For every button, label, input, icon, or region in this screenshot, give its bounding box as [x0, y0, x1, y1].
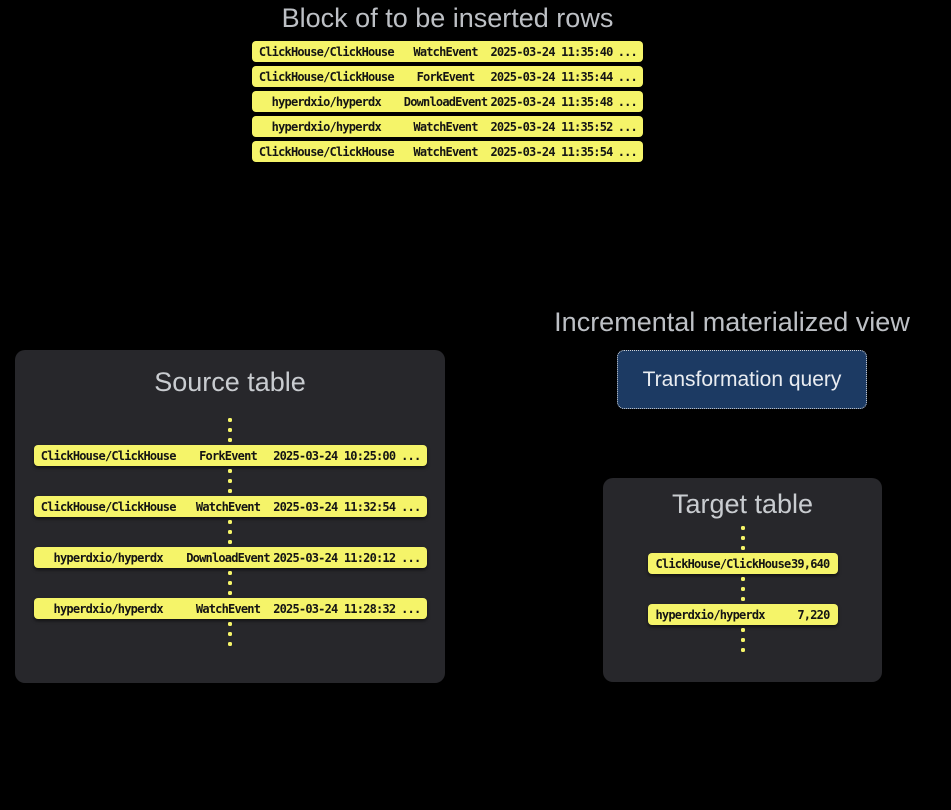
inserted-row: hyperdxio/hyperdx WatchEvent 2025-03-24 …	[252, 116, 643, 137]
timestamp-cell: 2025-03-24 11:35:54	[490, 144, 614, 159]
source-row: hyperdxio/hyperdx DownloadEvent 2025-03-…	[33, 547, 427, 568]
repo-cell: hyperdxio/hyperdx	[53, 550, 164, 565]
event-cell: WatchEvent	[413, 44, 478, 59]
count-cell: 7,220	[797, 607, 830, 622]
source-row: ClickHouse/ClickHouse WatchEvent 2025-03…	[33, 496, 427, 517]
repo-cell: hyperdxio/hyperdx	[655, 607, 766, 622]
ellipsis-dots	[228, 469, 232, 493]
inserted-row: hyperdxio/hyperdx DownloadEvent 2025-03-…	[252, 91, 643, 112]
event-cell: ForkEvent	[416, 69, 476, 84]
transformation-query-button[interactable]: Transformation query	[617, 350, 867, 409]
event-cell: ForkEvent	[199, 448, 258, 463]
ellipsis-dots	[740, 526, 745, 550]
repo-cell: ClickHouse/ClickHouse	[40, 499, 177, 514]
source-row: ClickHouse/ClickHouse ForkEvent 2025-03-…	[33, 445, 427, 466]
ellipsis-cell: ...	[617, 94, 638, 109]
repo-cell: ClickHouse/ClickHouse	[258, 144, 395, 159]
source-table-box: Source table ClickHouse/ClickHouse ForkE…	[15, 350, 445, 683]
inserted-row: ClickHouse/ClickHouse ForkEvent 2025-03-…	[252, 66, 643, 87]
timestamp-cell: 2025-03-24 10:25:00	[273, 448, 396, 463]
repo-cell: ClickHouse/ClickHouse	[258, 69, 395, 84]
target-table-box: Target table ClickHouse/ClickHouse 39,64…	[603, 478, 882, 682]
materialized-view-title: Incremental materialized view	[554, 307, 910, 337]
insert-block-title: Block of to be inserted rows	[281, 3, 614, 33]
timestamp-cell: 2025-03-24 11:35:44	[490, 69, 614, 84]
insert-block-section: Block of to be inserted rows ClickHouse/…	[252, 2, 643, 162]
ellipsis-dots	[740, 628, 745, 652]
timestamp-cell: 2025-03-24 11:35:40	[490, 44, 614, 59]
repo-cell: ClickHouse/ClickHouse	[258, 44, 395, 59]
event-cell: WatchEvent	[413, 119, 478, 134]
ellipsis-cell: ...	[617, 119, 638, 134]
timestamp-cell: 2025-03-24 11:35:52	[490, 119, 614, 134]
ellipsis-dots	[228, 418, 232, 442]
ellipsis-dots	[228, 622, 232, 646]
event-cell: WatchEvent	[195, 601, 261, 616]
source-row: hyperdxio/hyperdx WatchEvent 2025-03-24 …	[33, 598, 427, 619]
repo-cell: hyperdxio/hyperdx	[271, 94, 382, 109]
target-table-title: Target table	[671, 489, 814, 519]
timestamp-cell: 2025-03-24 11:28:32	[273, 601, 396, 616]
ellipsis-dots	[740, 577, 745, 601]
event-cell: WatchEvent	[195, 499, 261, 514]
repo-cell: ClickHouse/ClickHouse	[40, 448, 177, 463]
repo-cell: hyperdxio/hyperdx	[271, 119, 382, 134]
repo-cell: ClickHouse/ClickHouse	[655, 556, 792, 571]
insert-block-rows: ClickHouse/ClickHouse WatchEvent 2025-03…	[252, 41, 643, 162]
count-cell: 39,640	[790, 556, 830, 571]
timestamp-cell: 2025-03-24 11:20:12	[273, 550, 396, 565]
repo-cell: hyperdxio/hyperdx	[53, 601, 164, 616]
ellipsis-cell: ...	[617, 44, 638, 59]
source-table-title: Source table	[154, 367, 306, 397]
ellipsis-cell: ...	[401, 550, 421, 565]
inserted-row: ClickHouse/ClickHouse WatchEvent 2025-03…	[252, 141, 643, 162]
timestamp-cell: 2025-03-24 11:35:48	[490, 94, 614, 109]
event-cell: DownloadEvent	[403, 94, 488, 109]
event-cell: DownloadEvent	[186, 550, 270, 565]
timestamp-cell: 2025-03-24 11:32:54	[273, 499, 396, 514]
target-row: ClickHouse/ClickHouse 39,640	[647, 553, 838, 574]
ellipsis-cell: ...	[401, 448, 421, 463]
target-row: hyperdxio/hyperdx 7,220	[647, 604, 838, 625]
ellipsis-dots	[228, 571, 232, 595]
ellipsis-cell: ...	[617, 69, 638, 84]
ellipsis-cell: ...	[401, 601, 421, 616]
ellipsis-dots	[228, 520, 232, 544]
ellipsis-cell: ...	[617, 144, 638, 159]
event-cell: WatchEvent	[413, 144, 478, 159]
ellipsis-cell: ...	[401, 499, 421, 514]
inserted-row: ClickHouse/ClickHouse WatchEvent 2025-03…	[252, 41, 643, 62]
